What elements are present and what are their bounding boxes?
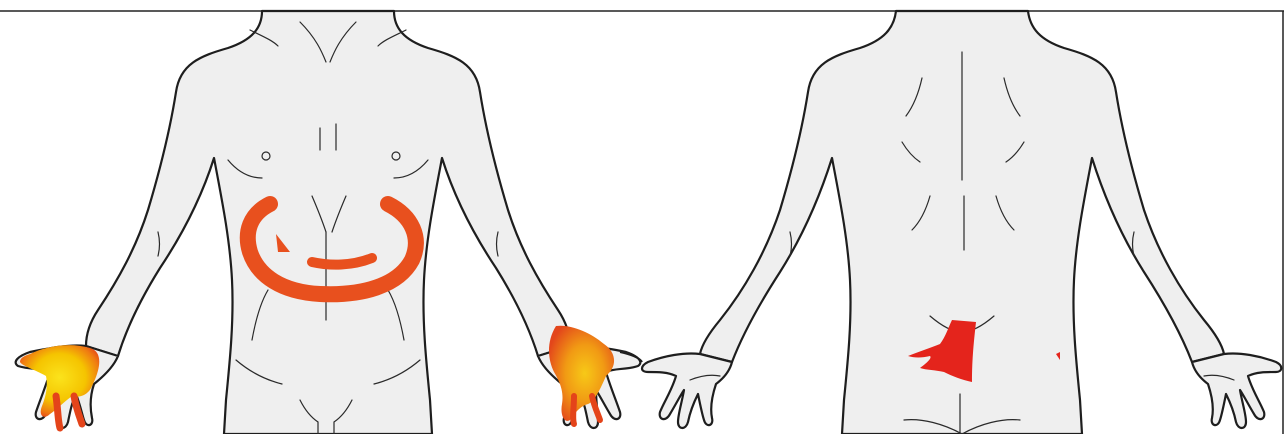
back-left-palm <box>1192 353 1281 428</box>
front-view-figure <box>16 11 642 434</box>
back-right-palm <box>642 353 732 428</box>
front-body-outline <box>86 11 570 434</box>
back-left-hand <box>1192 353 1281 428</box>
front-left-hand <box>538 326 642 428</box>
back-right-hand <box>642 353 732 428</box>
front-right-hand <box>16 345 118 428</box>
back-view-figure <box>642 11 1281 434</box>
pain-region-left-hand <box>549 326 614 421</box>
